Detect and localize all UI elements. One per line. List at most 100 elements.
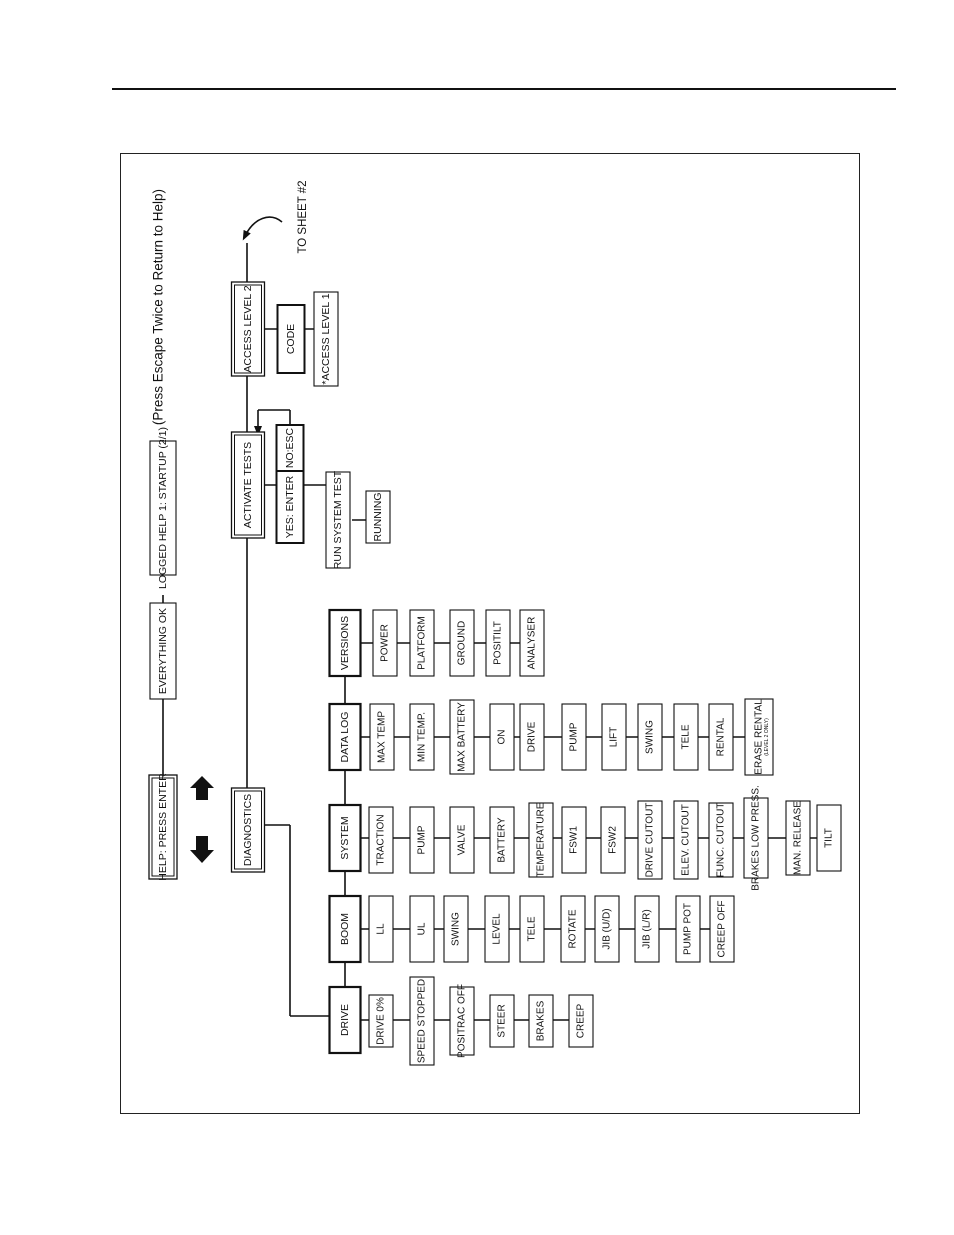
datalog-item-erase-rental[interactable]: ERASE RENTAL(LEVEL 2 ONLY) [744, 698, 774, 776]
box-outline [519, 895, 545, 963]
versions-item-platform[interactable]: PLATFORM [409, 609, 435, 677]
box-outline [409, 976, 435, 1066]
box-label: ACCESS LEVEL 2 [242, 285, 254, 372]
boom-item-tele[interactable]: TELE [519, 895, 545, 963]
box-outline [325, 471, 351, 569]
versions-menu-box[interactable]: VERSIONS [328, 608, 362, 678]
to-sheet-arrow [242, 216, 283, 241]
system-item-battery[interactable]: BATTERY [489, 806, 515, 874]
diagnostics-box[interactable]: DIAGNOSTICS [230, 787, 266, 873]
datalog-item-swing[interactable]: SWING [637, 703, 663, 771]
box-outline [816, 804, 842, 872]
datalog-item-rental[interactable]: RENTAL [708, 703, 734, 771]
drive-item-drive-0[interactable]: DRIVE 0% [368, 994, 394, 1048]
datalog-item-pump[interactable]: PUMP [561, 703, 587, 771]
boom-item-ll[interactable]: LL [368, 895, 394, 963]
box-outline [637, 800, 663, 880]
down-arrow-icon [190, 836, 214, 863]
box-label: CODE [285, 324, 297, 354]
run-system-test-box[interactable]: RUN SYSTEM TEST [325, 470, 351, 569]
system-item-traction[interactable]: TRACTION [368, 806, 394, 874]
box-outline [528, 994, 554, 1048]
drive-item-brakes[interactable]: BRAKES [528, 994, 554, 1048]
box-outline [149, 440, 177, 576]
no-esc-box[interactable]: NO:ESC [275, 424, 305, 472]
system-item-valve[interactable]: VALVE [449, 806, 475, 874]
box-label: LIFT [609, 727, 620, 748]
boom-item-jib-l-r[interactable]: JIB (L/R) [634, 895, 660, 963]
boom-item-creep-off[interactable]: CREEP OFF [709, 895, 735, 963]
versions-item-power[interactable]: POWER [372, 609, 398, 677]
system-item-fsw2[interactable]: FSW2 [600, 806, 626, 874]
box-outline [594, 895, 620, 963]
box-outline [409, 703, 435, 771]
boom-menu-box[interactable]: BOOM [328, 894, 362, 964]
boom-item-pump-pot[interactable]: PUMP POT [675, 895, 701, 963]
box-label: VERSIONS [339, 616, 351, 670]
box-outline [328, 803, 362, 873]
datalog-item-drive[interactable]: DRIVE [519, 703, 545, 771]
box-label: LL [376, 923, 387, 935]
access-level-1-box[interactable]: *ACCESS LEVEL 1 [313, 291, 339, 387]
box-outline [744, 698, 774, 776]
box-outline [785, 800, 811, 876]
help-press-enter-box[interactable]: HELP: PRESS ENTER [148, 773, 178, 881]
drive-item-steer[interactable]: STEER [489, 994, 515, 1048]
logged-help-box[interactable]: LOGGED HELP 1: STARTUP (2/1) [149, 427, 177, 589]
drive-item-positrac-off[interactable]: POSITRAC OFF [449, 984, 475, 1058]
data-log-menu-box[interactable]: DATA LOG [328, 702, 362, 772]
datalog-item-min-temp[interactable]: MIN TEMP. [409, 703, 435, 771]
activate-tests-box[interactable]: ACTIVATE TESTS [230, 431, 266, 539]
box-label: FSW1 [569, 826, 580, 854]
system-item-func-cutout[interactable]: FUNC. CUTOUT [708, 802, 734, 878]
boom-item-rotate[interactable]: ROTATE [560, 895, 586, 963]
system-item-temperature[interactable]: TEMPERATURE [528, 802, 554, 878]
box-outline [708, 703, 734, 771]
box-label: STEER [497, 1004, 508, 1037]
boom-item-swing[interactable]: SWING [443, 895, 469, 963]
system-item-fsw1[interactable]: FSW1 [561, 806, 587, 874]
running-box[interactable]: RUNNING [365, 490, 391, 544]
drive-item-creep[interactable]: CREEP [568, 994, 594, 1048]
datalog-item-on[interactable]: ON [489, 703, 515, 771]
versions-item-positilt[interactable]: POSITILT [485, 609, 511, 677]
versions-item-analyser[interactable]: ANALYSER [519, 609, 545, 677]
box-label: TELE [681, 724, 692, 749]
system-item-drive-cutout[interactable]: DRIVE CUTOUT [637, 800, 663, 880]
system-item-pump[interactable]: PUMP [409, 806, 435, 874]
drive-menu-box[interactable]: DRIVE [328, 985, 362, 1055]
box-outline [409, 895, 435, 963]
datalog-item-max-temp[interactable]: MAX TEMP [369, 703, 395, 771]
system-item-elev-cutout[interactable]: ELEV. CUTOUT [673, 800, 699, 880]
box-outline [368, 806, 394, 874]
system-menu-box[interactable]: SYSTEM [328, 803, 362, 873]
box-label: DRIVE CUTOUT [645, 803, 656, 878]
box-label: ERASE RENTAL [754, 699, 765, 775]
box-label: JIB (U/D) [602, 908, 613, 949]
box-outline [369, 703, 395, 771]
box-label: DATA LOG [339, 712, 351, 763]
box-label: POSITILT [493, 621, 504, 665]
box-outline [275, 424, 305, 472]
box-label: TILT [824, 828, 835, 848]
everything-ok-box[interactable]: EVERYTHING OK [149, 602, 177, 700]
system-item-man-release[interactable]: MAN. RELEASE [785, 800, 811, 876]
boom-item-level[interactable]: LEVEL [484, 895, 510, 963]
access-level-2-box[interactable]: ACCESS LEVEL 2 [230, 281, 266, 377]
code-box[interactable]: CODE [276, 304, 306, 374]
box-outline [561, 806, 587, 874]
versions-item-ground[interactable]: GROUND [449, 609, 475, 677]
system-item-tilt[interactable]: TILT [816, 804, 842, 872]
diagram-frame [120, 153, 860, 1114]
yes-enter-box[interactable]: YES: ENTER [275, 470, 305, 544]
datalog-item-tele[interactable]: TELE [673, 703, 699, 771]
datalog-item-max-battery[interactable]: MAX BATTERY [449, 699, 475, 775]
boom-item-jib-u-d[interactable]: JIB (U/D) [594, 895, 620, 963]
datalog-item-lift[interactable]: LIFT [601, 703, 627, 771]
escape-note: (Press Escape Twice to Return to Help) [151, 189, 166, 425]
system-item-brakes-low-press[interactable]: BRAKES LOW PRESS. [743, 785, 769, 891]
boom-item-ul[interactable]: UL [409, 895, 435, 963]
box-outline [560, 895, 586, 963]
drive-item-speed-stopped[interactable]: SPEED STOPPED [409, 976, 435, 1066]
box-outline [568, 994, 594, 1048]
